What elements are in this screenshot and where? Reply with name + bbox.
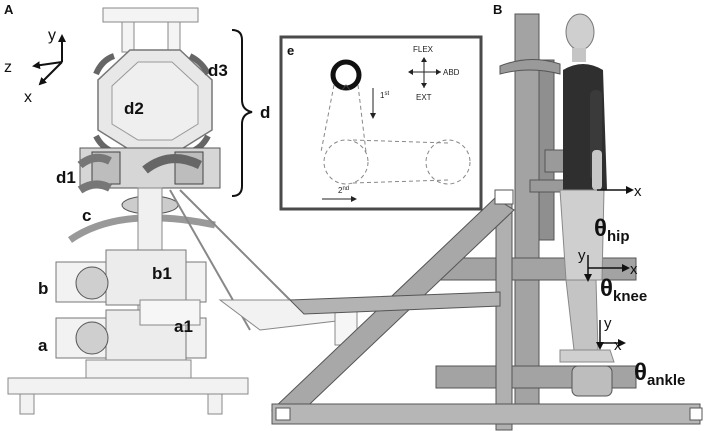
knee-x-label: x — [630, 261, 638, 278]
second-phase-num: 2 — [338, 186, 343, 195]
inset-border — [279, 35, 483, 211]
ankle-x-label: x — [614, 337, 622, 354]
theta-hip: θhip — [594, 215, 629, 245]
panel-b-letter: B — [493, 2, 502, 17]
compass-ext: EXT — [416, 93, 432, 102]
theta-knee: θknee — [600, 275, 647, 305]
ankle-y-label: y — [604, 315, 612, 332]
label-d1: d1 — [56, 168, 76, 187]
label-d2: d2 — [124, 99, 144, 118]
theta-ankle-sub: ankle — [647, 372, 685, 389]
compass-abd: ABD — [443, 68, 460, 77]
second-phase-label: 2nd — [338, 186, 349, 195]
ankle-actuator — [571, 365, 613, 397]
d-brace — [231, 29, 253, 197]
panel-e-inset: e 1st 2nd FLEX EXT ABD — [279, 35, 483, 211]
axis-label-x: x — [24, 89, 32, 106]
theta-hip-sub: hip — [607, 228, 630, 245]
human-mannequin-figure — [499, 13, 615, 363]
axis-label-z: z — [4, 59, 12, 76]
trajectory-circle-icon — [330, 59, 362, 91]
label-c: c — [82, 206, 91, 225]
label-d3: d3 — [208, 61, 228, 80]
label-b: b — [38, 279, 48, 298]
label-b1: b1 — [152, 264, 172, 283]
panel-a: A y z x — [4, 2, 358, 415]
robot-frame-drawing — [7, 7, 358, 415]
theta-hip-symbol: θ — [594, 215, 607, 242]
compass-flex: FLEX — [413, 45, 434, 54]
panel-b: B — [271, 2, 703, 431]
theta-ankle: θankle — [634, 359, 685, 389]
dashed-trajectory — [320, 84, 471, 185]
first-phase-num: 1 — [380, 91, 385, 100]
label-d: d — [260, 103, 270, 122]
label-a1: a1 — [174, 317, 193, 336]
knee-y-label: y — [578, 247, 586, 264]
panel-a-letter: A — [4, 2, 14, 17]
theta-knee-symbol: θ — [600, 275, 613, 302]
panel-e-letter: e — [287, 43, 294, 58]
label-a: a — [38, 336, 48, 355]
second-phase-sup: nd — [342, 186, 349, 192]
start-marker — [341, 84, 351, 91]
theta-ankle-symbol: θ — [634, 359, 647, 386]
axis-label-y: y — [48, 27, 56, 44]
hip-x-label: x — [634, 183, 642, 200]
first-phase-sup: st — [384, 91, 389, 97]
first-phase-label: 1st — [380, 91, 389, 100]
compass-cross-icon — [408, 57, 441, 88]
axes-icon — [32, 34, 66, 86]
theta-knee-sub: knee — [613, 288, 647, 305]
